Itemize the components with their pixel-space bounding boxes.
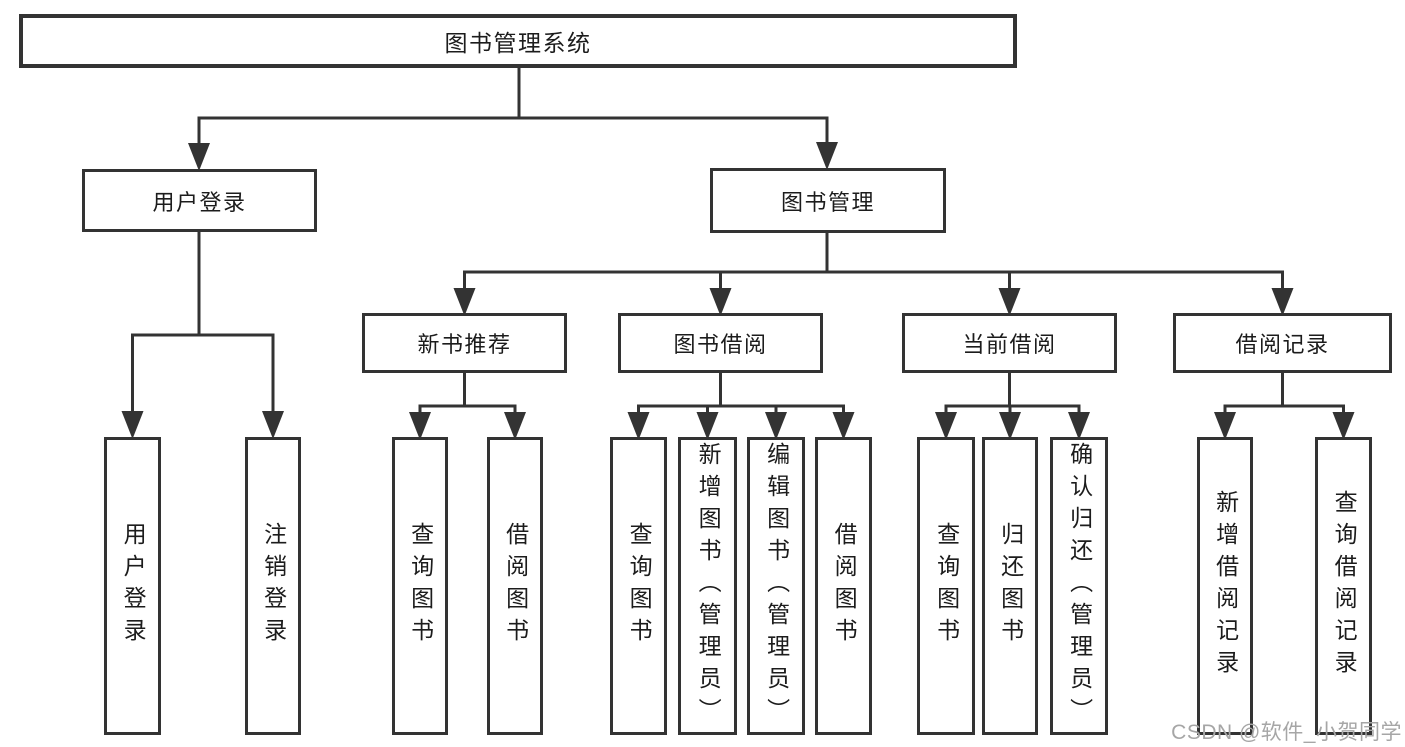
node-root-system: 图书管理系统 (19, 14, 1017, 68)
node-label: 查询借阅记录 (1331, 490, 1358, 682)
node-label: 图书借阅 (673, 332, 768, 357)
leaf-confirm-return-admin: 确认归还（管理员） (1050, 437, 1108, 735)
leaf-logout: 注销登录 (245, 437, 301, 735)
node-label: 当前借阅 (962, 332, 1057, 357)
node-label: 借阅图书 (502, 522, 529, 650)
node-book-management: 图书管理 (710, 168, 946, 233)
node-label: 查询图书 (407, 522, 434, 650)
node-label: 借阅图书 (831, 522, 858, 650)
node-label: 确认归还（管理员） (1066, 442, 1093, 730)
csdn-watermark: CSDN @软件_小贺同学 (1171, 721, 1402, 744)
node-label: 借阅记录 (1235, 332, 1330, 357)
leaf-query-books-recommend: 查询图书 (392, 437, 448, 735)
node-book-borrow: 图书借阅 (618, 313, 823, 373)
node-new-book-recommend: 新书推荐 (362, 313, 567, 373)
node-label: 图书管理系统 (444, 30, 592, 56)
leaf-return-book: 归还图书 (982, 437, 1038, 735)
leaf-user-login: 用户登录 (104, 437, 161, 735)
node-label: 新增图书（管理员） (695, 442, 722, 730)
leaf-query-books-current: 查询图书 (917, 437, 975, 735)
leaf-query-borrow-record: 查询借阅记录 (1315, 437, 1372, 735)
leaf-edit-book-admin: 编辑图书（管理员） (747, 437, 805, 735)
node-label: 用户登录 (120, 522, 147, 650)
node-label: 新书推荐 (417, 332, 512, 357)
leaf-add-book-admin: 新增图书（管理员） (678, 437, 737, 735)
node-label: 新增借阅记录 (1212, 490, 1239, 682)
node-label: 查询图书 (933, 522, 960, 650)
leaf-query-books-borrow: 查询图书 (610, 437, 667, 735)
node-label: 图书管理 (780, 189, 875, 215)
leaf-add-borrow-record: 新增借阅记录 (1197, 437, 1253, 735)
node-label: 用户登录 (152, 189, 247, 215)
node-label: 归还图书 (997, 522, 1024, 650)
leaf-borrow-books: 借阅图书 (815, 437, 872, 735)
node-label: 注销登录 (260, 522, 287, 650)
node-user-login: 用户登录 (82, 169, 317, 232)
node-label: 编辑图书（管理员） (763, 442, 790, 730)
node-current-borrow: 当前借阅 (902, 313, 1117, 373)
node-label: 查询图书 (626, 522, 653, 650)
node-borrow-records: 借阅记录 (1173, 313, 1392, 373)
leaf-borrow-books-recommend: 借阅图书 (487, 437, 543, 735)
